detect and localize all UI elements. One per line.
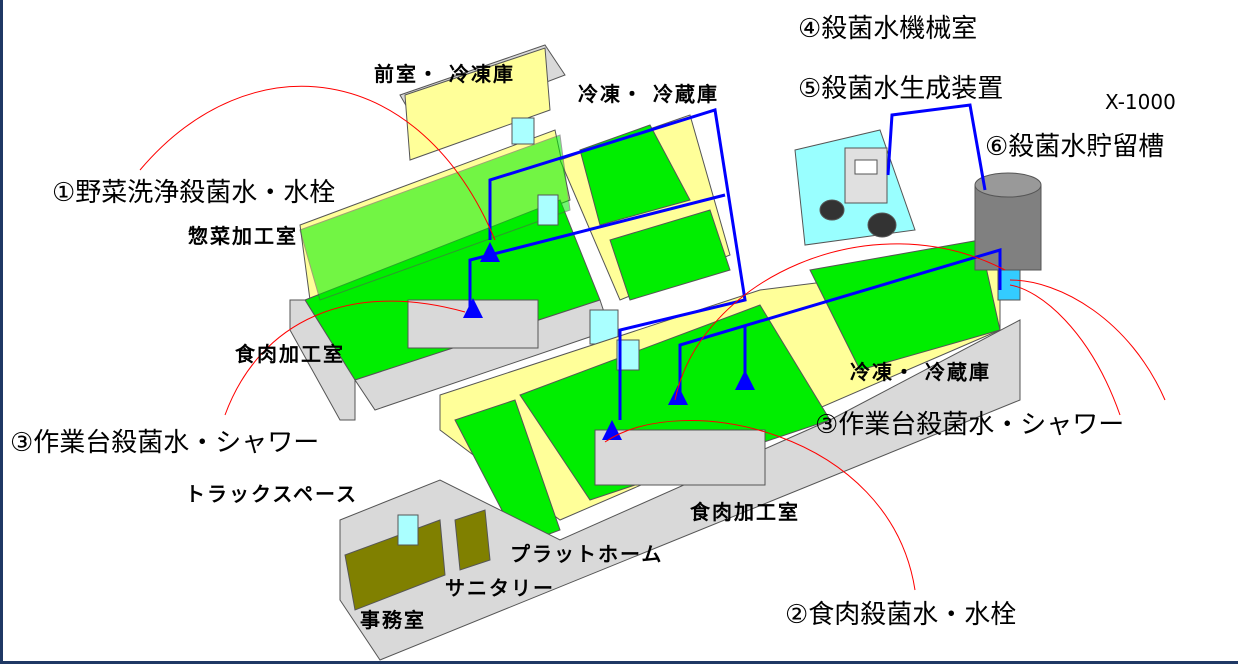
machine-room-label: ④殺菌水機械室 xyxy=(798,14,978,44)
meat-room-center-label: 食肉加工室 xyxy=(690,500,800,524)
truck-space-label: トラックスペース xyxy=(185,482,358,506)
freezer-fridge-top-label: 冷凍・ 冷蔵庫 xyxy=(578,82,719,106)
freezer-fridge-right-label: 冷凍・ 冷蔵庫 xyxy=(850,360,991,384)
sanitary-label: サニタリー xyxy=(445,576,555,600)
meat-room-left-label: 食肉加工室 xyxy=(235,342,345,366)
meat-tap-label: ②食肉殺菌水・水栓 xyxy=(785,600,1017,630)
model-label: X-1000 xyxy=(1105,90,1176,114)
tank-label: ⑥殺菌水貯留槽 xyxy=(985,132,1165,162)
leader-lines xyxy=(139,85,1166,591)
vegetable-tap-label: ①野菜洗浄殺菌水・水栓 xyxy=(52,178,336,208)
office-label: 事務室 xyxy=(360,608,426,632)
shower-heads xyxy=(463,242,755,440)
table-shower-left-label: ③作業台殺菌水・シャワー xyxy=(10,428,320,458)
antechamber-label: 前室・ 冷凍庫 xyxy=(374,62,515,86)
platform-label: プラットホーム xyxy=(510,542,664,566)
sterilized-water-pipes xyxy=(468,103,1002,420)
machine-room xyxy=(794,129,1042,301)
generator-label: ⑤殺菌水生成装置 xyxy=(798,74,1004,104)
table-shower-right-label: ③作業台殺菌水・シャワー xyxy=(815,410,1125,440)
deli-room-label: 惣菜加工室 xyxy=(188,224,298,248)
